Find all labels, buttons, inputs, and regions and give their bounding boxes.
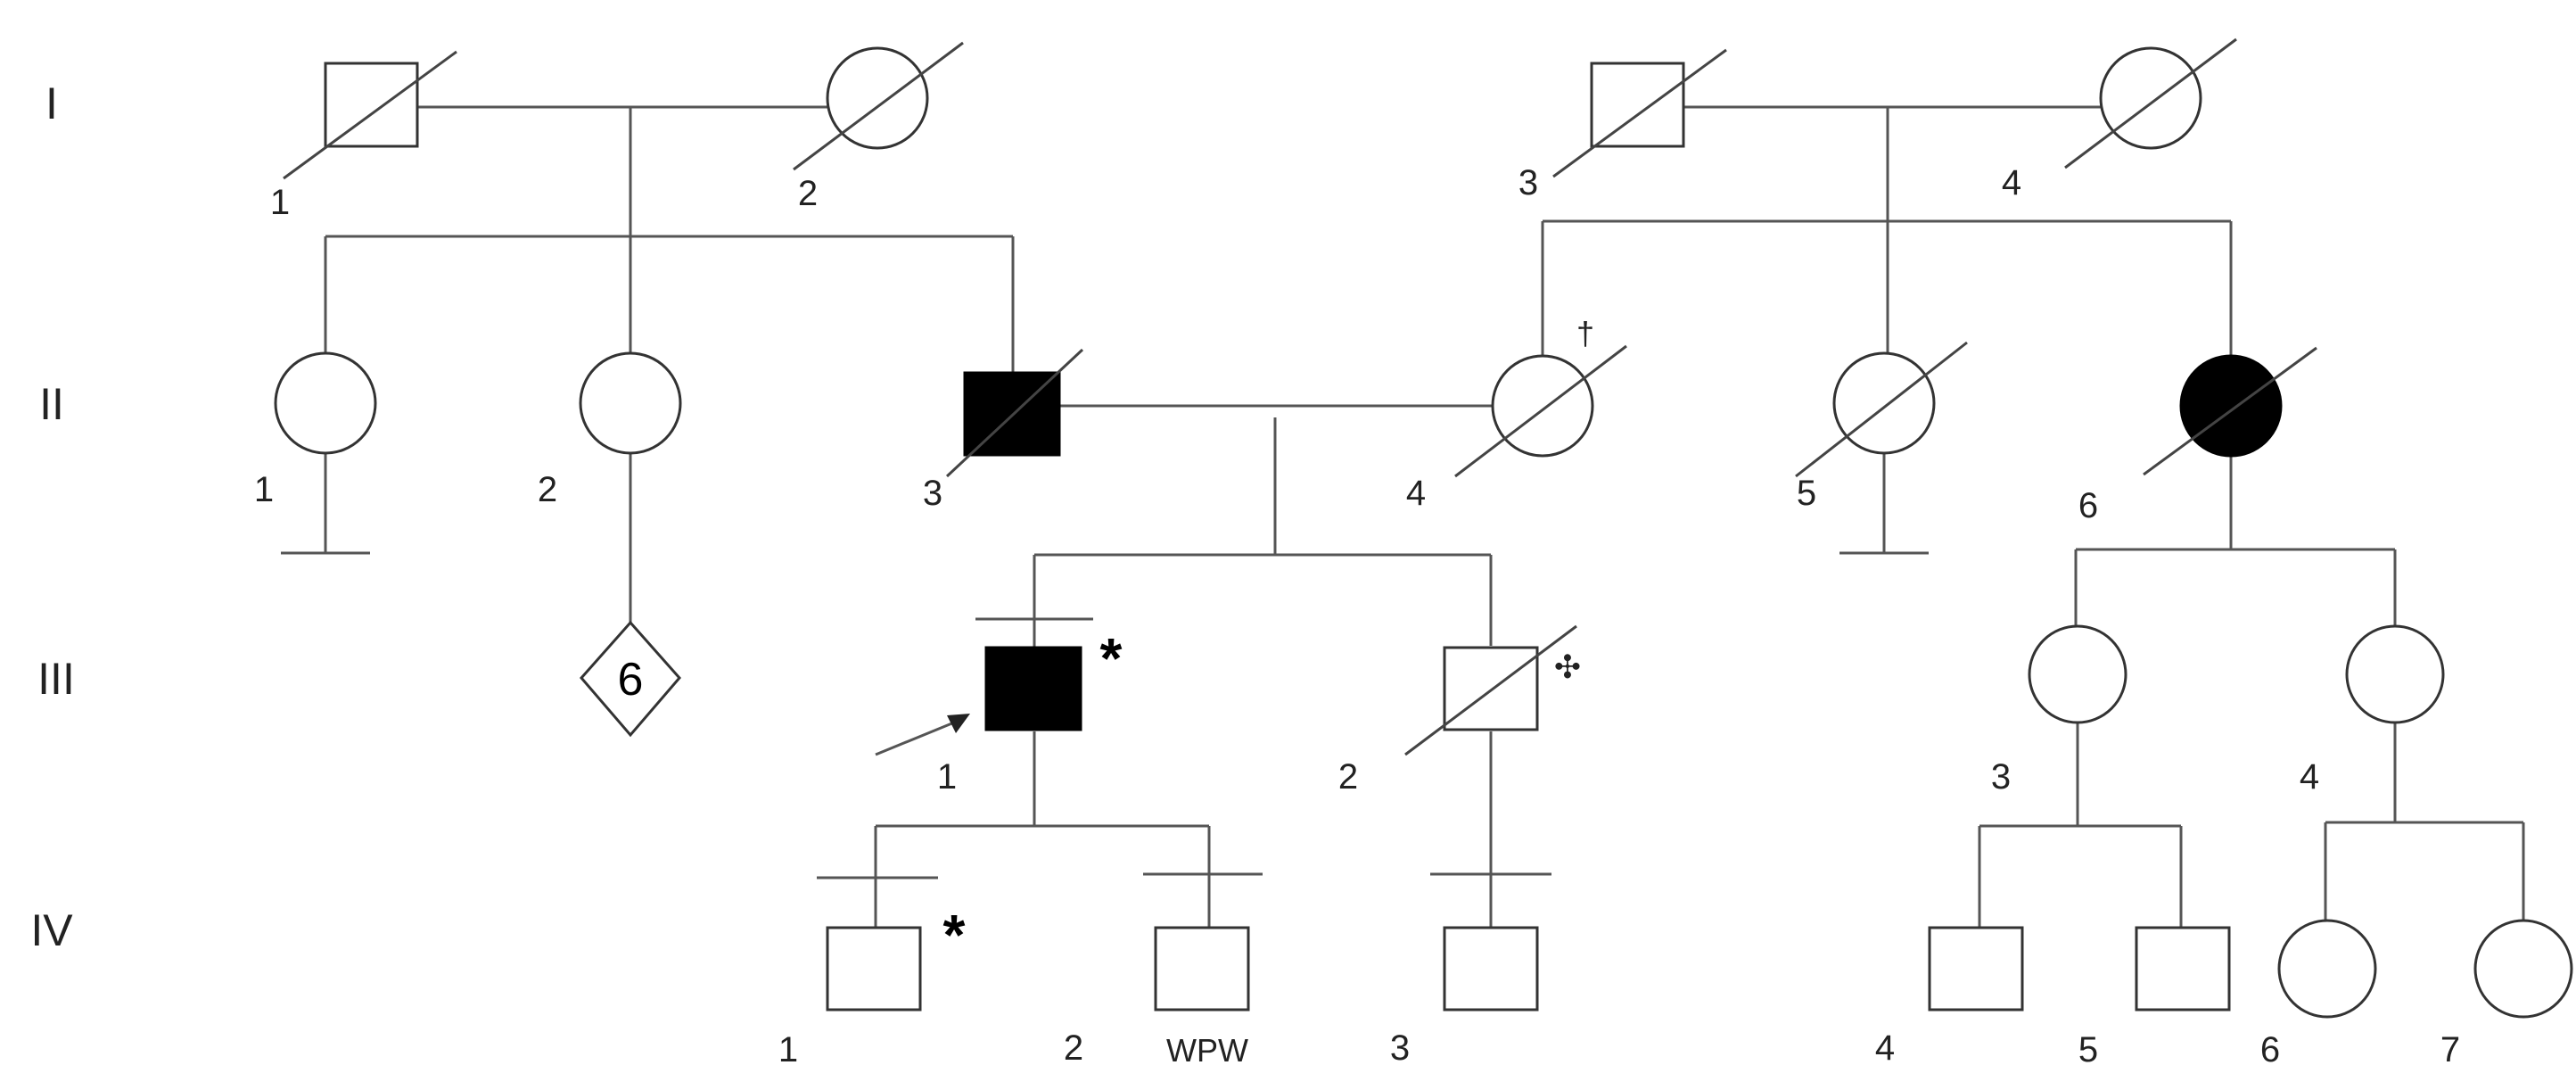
individual-IV2: 2 WPW <box>1064 872 1263 1069</box>
individual-III4: 4 <box>2300 624 2445 797</box>
individual-number: 5 <box>1797 474 1816 513</box>
individual-II5: 5 <box>1795 341 1968 513</box>
female-circle <box>1491 354 1594 458</box>
male-square <box>1154 926 1250 1012</box>
individual-IV3: 3 <box>1390 872 1551 1068</box>
individual-number: 1 <box>778 1030 798 1069</box>
male-square <box>324 62 419 148</box>
male-square <box>826 926 922 1012</box>
deceased-slash <box>2143 346 2317 476</box>
deceased-slash <box>283 50 457 180</box>
four-diamonds-marker: ✣ <box>1554 648 1581 685</box>
individual-number: 5 <box>2078 1030 2098 1069</box>
individual-I4: 4 <box>2002 37 2237 202</box>
individual-number: 4 <box>2300 757 2319 797</box>
female-circle <box>2473 919 2573 1019</box>
individual-number: 2 <box>798 174 818 213</box>
individual-II1: 1 <box>254 351 377 509</box>
proband-arrow-shaft <box>875 721 955 756</box>
deceased-slash <box>1404 624 1577 756</box>
female-circle <box>2277 919 2377 1019</box>
deceased-slash <box>793 41 964 171</box>
deceased-slash <box>2064 37 2237 169</box>
female-circle <box>579 351 682 455</box>
individual-number: 2 <box>538 470 557 509</box>
deceased-slash <box>1454 344 1627 478</box>
individual-number: 4 <box>1406 474 1426 513</box>
individual-number: 4 <box>2002 163 2021 202</box>
individual-number: 1 <box>254 470 274 509</box>
individual-number: 3 <box>1390 1028 1410 1068</box>
individual-number: 2 <box>1338 757 1358 797</box>
individual-number: 3 <box>1991 757 2011 797</box>
generation-label-III: III <box>37 654 75 704</box>
star-marker: * <box>1100 626 1123 690</box>
wpw-note: WPW <box>1166 1032 1248 1069</box>
female-circle <box>1832 351 1936 455</box>
individual-number: 3 <box>1518 163 1538 202</box>
individual-III-group: 6 <box>580 620 681 738</box>
female-circle <box>2345 624 2445 724</box>
individual-II2: 2 <box>538 351 682 509</box>
individual-III3: 3 <box>1991 624 2127 797</box>
individual-IV7: 7 <box>2440 919 2573 1069</box>
generation-label-I: I <box>45 78 58 128</box>
individual-IV5: 5 <box>2078 926 2231 1069</box>
individual-number: 4 <box>1875 1028 1895 1068</box>
individual-number: 1 <box>937 757 957 797</box>
male-square <box>1443 646 1539 731</box>
individual-number: 3 <box>923 474 942 513</box>
generation-label-IV: IV <box>30 905 73 955</box>
dagger-marker: † <box>1576 315 1594 351</box>
individual-III1: * 1 <box>875 555 1123 797</box>
individual-II3: 3 <box>923 348 1084 513</box>
individual-III2: ✣ 2 <box>1338 624 1581 797</box>
proband-arrow-icon <box>947 714 970 733</box>
group-count: 6 <box>618 654 644 706</box>
individual-IV4: 4 <box>1875 926 2024 1068</box>
affected-male-square <box>984 646 1082 731</box>
individual-IV6: 6 <box>2260 919 2377 1069</box>
individual-number: 7 <box>2440 1030 2460 1069</box>
male-square <box>1928 926 2024 1012</box>
individual-II4: † 4 <box>1406 315 1627 513</box>
female-circle <box>2028 624 2127 724</box>
individual-number: 6 <box>2078 486 2098 525</box>
affected-female-circle <box>2179 354 2283 458</box>
individual-number: 1 <box>270 183 290 222</box>
male-square <box>1443 926 1539 1012</box>
female-circle <box>2099 46 2202 150</box>
deceased-slash <box>945 348 1084 478</box>
individual-IV1: * 1 <box>778 876 966 1069</box>
individual-I2: 2 <box>793 41 964 213</box>
male-square <box>2135 926 2231 1012</box>
male-square <box>1590 62 1685 148</box>
star-marker: * <box>943 903 966 967</box>
individual-II6: 6 <box>2078 346 2317 525</box>
individual-I1: 1 <box>270 50 457 222</box>
female-circle <box>826 46 929 150</box>
unknown-sex-diamond <box>580 620 681 738</box>
individual-number: 6 <box>2260 1030 2280 1069</box>
deceased-slash <box>1795 341 1968 478</box>
individual-I3: 3 <box>1518 48 1727 202</box>
relationship-lines <box>281 105 2525 928</box>
deceased-slash <box>1552 48 1727 178</box>
individual-number: 2 <box>1064 1028 1083 1068</box>
generation-label-II: II <box>39 379 64 429</box>
female-circle <box>274 351 377 455</box>
